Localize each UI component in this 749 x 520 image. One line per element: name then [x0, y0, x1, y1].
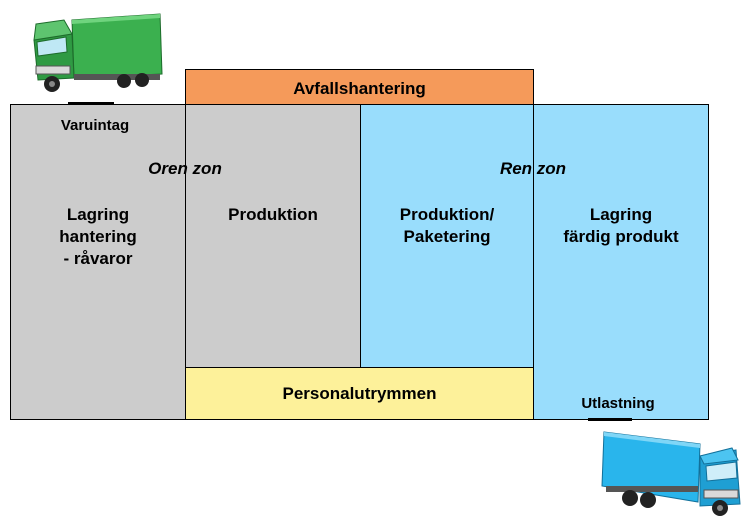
truck-green-icon [33, 13, 163, 92]
staff-rooms-box [185, 367, 534, 420]
finished-storage-label: Lagring färdig produkt [563, 205, 679, 246]
unclean-zone-label: Oren zon [148, 159, 222, 178]
zone-raw-storage [10, 104, 186, 420]
goods-out-door [588, 418, 632, 421]
goods-out-label: Utlastning [581, 395, 655, 412]
packaging-label: Produktion/ Paketering [399, 205, 495, 246]
zone-packaging [360, 104, 534, 368]
waste-handling-label: Avfallshantering [293, 79, 426, 98]
zone-finished-storage [533, 104, 709, 420]
clean-zone-label: Ren zon [499, 159, 567, 178]
truck-blue-icon [601, 431, 741, 516]
production-label: Produktion [228, 205, 318, 224]
raw-storage-label: Lagring hantering - råvaror [59, 205, 137, 268]
zone-production [185, 104, 361, 368]
staff-rooms-label: Personalutrymmen [282, 384, 437, 403]
goods-in-door [68, 102, 114, 105]
waste-handling-box [185, 69, 534, 105]
goods-in-label: Varuintag [60, 117, 130, 134]
